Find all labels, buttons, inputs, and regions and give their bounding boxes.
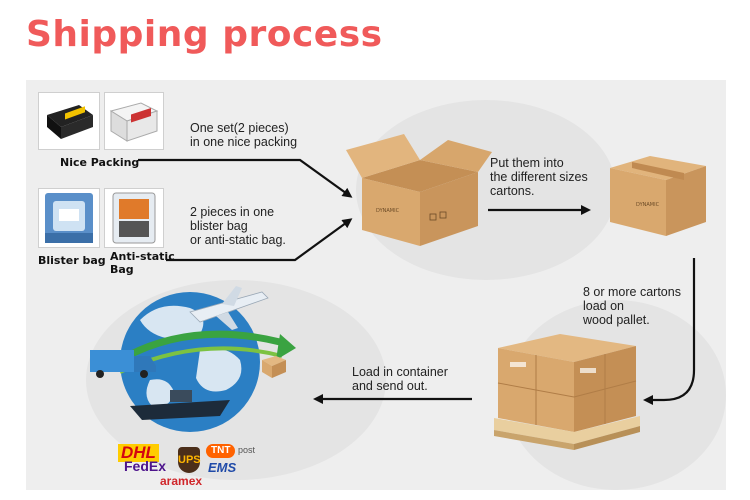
arrow-blister-to-carton (166, 218, 353, 262)
arrow-nice-to-carton (138, 158, 353, 198)
fedex-logo: FedEx (124, 458, 167, 474)
svg-text:DYNAMIC: DYNAMIC (376, 208, 400, 214)
aramex-logo: aramex (160, 474, 203, 488)
flow-arrows (138, 158, 696, 405)
black-box-icon (47, 105, 93, 139)
open-carton-icon: DYNAMIC (346, 134, 492, 246)
anti-static-bag-icon (112, 192, 156, 244)
carton-step-text: Put them into the different sizes carton… (490, 156, 588, 198)
post-logo: post (238, 445, 256, 455)
blister-description: 2 pieces in one blister bag or anti-stat… (190, 205, 286, 247)
nice-packing-description: One set(2 pieces) in one nice packing (190, 121, 298, 149)
nice-packing-photo-1 (38, 92, 100, 150)
blister-bag-label: Blister bag (38, 254, 106, 267)
nice-packing-label: Nice Packing (60, 156, 140, 169)
pallet-step-text: 8 or more cartons load on wood pallet. (583, 285, 681, 327)
globe-logistics-icon (90, 286, 296, 432)
white-box-icon (109, 102, 159, 142)
dhl-logo: DHL (118, 444, 159, 462)
page-title: Shipping process (26, 14, 383, 55)
blister-bag-icon (45, 193, 93, 243)
container-step-text: Load in container and send out. (352, 365, 448, 393)
anti-static-bag-label: Anti-static Bag (110, 250, 175, 276)
closed-carton-icon: DYNAMIC (610, 156, 706, 236)
tnt-logo: TNT (206, 444, 236, 458)
arrow-carton-to-pallet (643, 258, 696, 405)
anti-static-bag-photo (104, 188, 164, 248)
svg-text:DYNAMIC: DYNAMIC (636, 202, 660, 208)
blister-bag-photo (38, 188, 100, 248)
ups-logo: UPS (178, 447, 201, 473)
ems-logo: EMS (208, 460, 237, 475)
nice-packing-photo-2 (104, 92, 164, 150)
pallet-cartons-icon (494, 334, 640, 450)
